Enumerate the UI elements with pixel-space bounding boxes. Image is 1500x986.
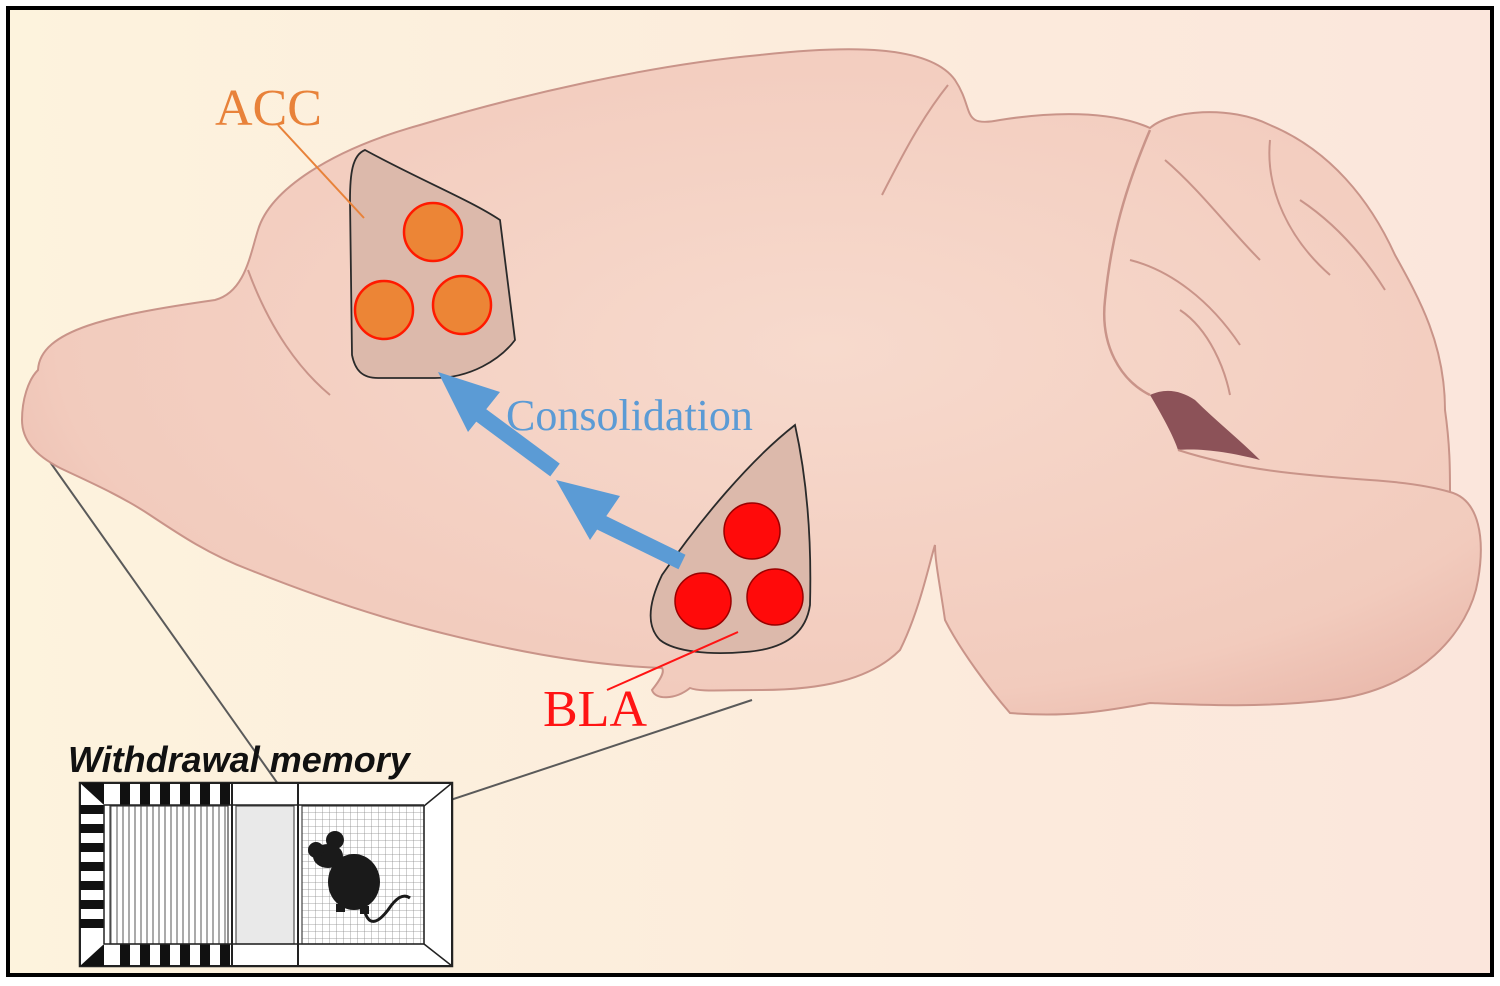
box-left-floor: [109, 805, 229, 945]
cerebellum: [1102, 129, 1386, 397]
brainstem-line: [1177, 449, 1451, 493]
withdrawal-memory-title: Withdrawal memory: [68, 739, 412, 780]
bla-neuron-left: [674, 572, 732, 630]
brain-sulcus-central: [881, 84, 949, 196]
arrow-upper-head: [438, 372, 500, 432]
brain-sulcus-frontal: [247, 269, 331, 396]
arrow-upper-shaft: [473, 406, 560, 477]
acc-pointer-line: [277, 124, 365, 219]
acc-neuron-top: [402, 201, 464, 263]
zoom-line-left: [37, 444, 301, 816]
bla-label: BLA: [543, 681, 647, 738]
consolidation-arrow: Consolidation: [438, 372, 753, 570]
box-left-compartment: [79, 782, 233, 967]
arrow-lower-shaft: [596, 514, 686, 570]
acc-neuron-right: [431, 274, 493, 336]
ventricle: [1150, 390, 1260, 460]
acc-neuron-left: [353, 279, 415, 341]
acc-region: ACC: [215, 80, 516, 379]
box-middle-compartment: [231, 782, 299, 967]
bla-neuron-top: [723, 502, 781, 560]
bla-neuron-right: [746, 568, 804, 626]
mouse-silhouette-icon: [308, 831, 411, 923]
bla-pointer-line: [606, 631, 739, 691]
bla-region: BLA: [543, 423, 812, 738]
acc-label: ACC: [215, 80, 322, 137]
consolidation-label: Consolidation: [506, 391, 753, 440]
figure-frame: [6, 6, 1494, 977]
arrow-lower-head: [556, 480, 620, 540]
conditioned-place-box: Withdrawal memory: [68, 739, 454, 968]
